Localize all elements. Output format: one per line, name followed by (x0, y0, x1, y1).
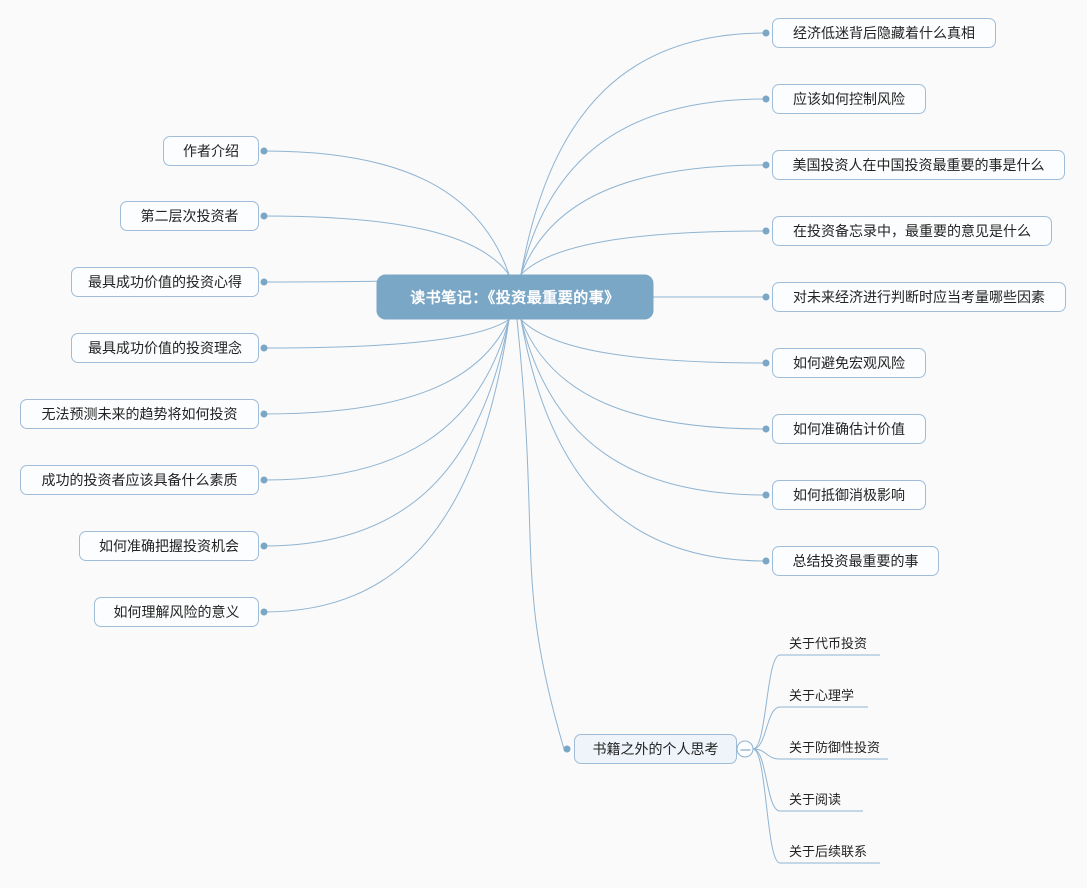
left-branch-node[interactable]: 第二层次投资者 (120, 201, 259, 231)
right-branch-dot (762, 359, 770, 367)
right-branch-node[interactable]: 对未来经济进行判断时应当考量哪些因素 (772, 282, 1066, 312)
connector-line (263, 319, 510, 613)
left-branch-node[interactable]: 如何准确把握投资机会 (79, 531, 259, 561)
bottom-branch-child[interactable]: 关于代币投资 (789, 636, 868, 651)
right-branch-node[interactable]: 如何避免宏观风险 (772, 348, 926, 378)
connector-line (752, 654, 781, 750)
left-branch-node[interactable]: 最具成功价值的投资理念 (71, 333, 259, 363)
right-branch-node[interactable]: 如何准确估计价值 (772, 414, 926, 444)
right-branch-node[interactable]: 经济低迷背后隐藏着什么真相 (772, 18, 996, 48)
connector-line (516, 319, 565, 750)
right-branch-node[interactable]: 应该如何控制风险 (772, 84, 926, 114)
bottom-branch-child[interactable]: 关于后续联系 (789, 844, 868, 859)
left-branch-node[interactable]: 无法预测未来的趋势将如何投资 (20, 399, 259, 429)
left-branch-dot (260, 410, 268, 418)
connector-line (520, 230, 767, 275)
connector-line (520, 319, 767, 430)
left-branch-dot (260, 212, 268, 220)
connector-line (263, 319, 510, 481)
bottom-branch-child[interactable]: 关于防御性投资 (789, 740, 881, 755)
right-branch-dot (762, 425, 770, 433)
connector-line (520, 98, 767, 275)
connector-line (752, 748, 781, 760)
right-branch-dot (762, 293, 770, 301)
right-branch-dot (762, 29, 770, 37)
right-branch-dot (762, 491, 770, 499)
connector-line (752, 706, 781, 750)
bottom-branch-dot (563, 745, 571, 753)
left-branch-dot (260, 344, 268, 352)
connector-line (520, 164, 767, 275)
bottom-branch-child[interactable]: 关于心理学 (789, 688, 855, 703)
connector-line (520, 319, 767, 364)
connector-line (263, 319, 510, 547)
right-branch-node[interactable]: 美国投资人在中国投资最重要的事是什么 (772, 150, 1065, 180)
bottom-branch-child[interactable]: 关于阅读 (789, 792, 842, 807)
left-branch-dot (260, 278, 268, 286)
connector-line (520, 32, 767, 275)
connector-line (263, 319, 510, 415)
left-branch-dot (260, 542, 268, 550)
right-branch-dot (762, 557, 770, 565)
left-branch-dot (260, 476, 268, 484)
bottom-branch-node[interactable]: 书籍之外的个人思考 (574, 734, 737, 764)
right-branch-dot (762, 161, 770, 169)
right-branch-dot (762, 227, 770, 235)
right-branch-node[interactable]: 总结投资最重要的事 (772, 546, 939, 576)
root-node[interactable]: 读书笔记：《投资最重要的事》 (376, 274, 654, 320)
right-branch-dot (762, 95, 770, 103)
connector-line (263, 319, 510, 349)
right-branch-node[interactable]: 如何抵御消极影响 (772, 480, 926, 510)
connector-line (752, 748, 781, 864)
connector-line (520, 319, 767, 496)
connector-line (752, 748, 781, 812)
connector-line (520, 319, 767, 562)
left-branch-dot (260, 147, 268, 155)
connector-line (263, 150, 510, 275)
minus-circle-icon[interactable] (736, 740, 754, 758)
left-branch-node[interactable]: 作者介绍 (163, 136, 259, 166)
left-branch-dot (260, 608, 268, 616)
left-branch-node[interactable]: 成功的投资者应该具备什么素质 (20, 465, 259, 495)
right-branch-node[interactable]: 在投资备忘录中，最重要的意见是什么 (772, 216, 1052, 246)
left-branch-node[interactable]: 最具成功价值的投资心得 (71, 267, 259, 297)
connector-line (263, 215, 510, 275)
left-branch-node[interactable]: 如何理解风险的意义 (94, 597, 259, 627)
